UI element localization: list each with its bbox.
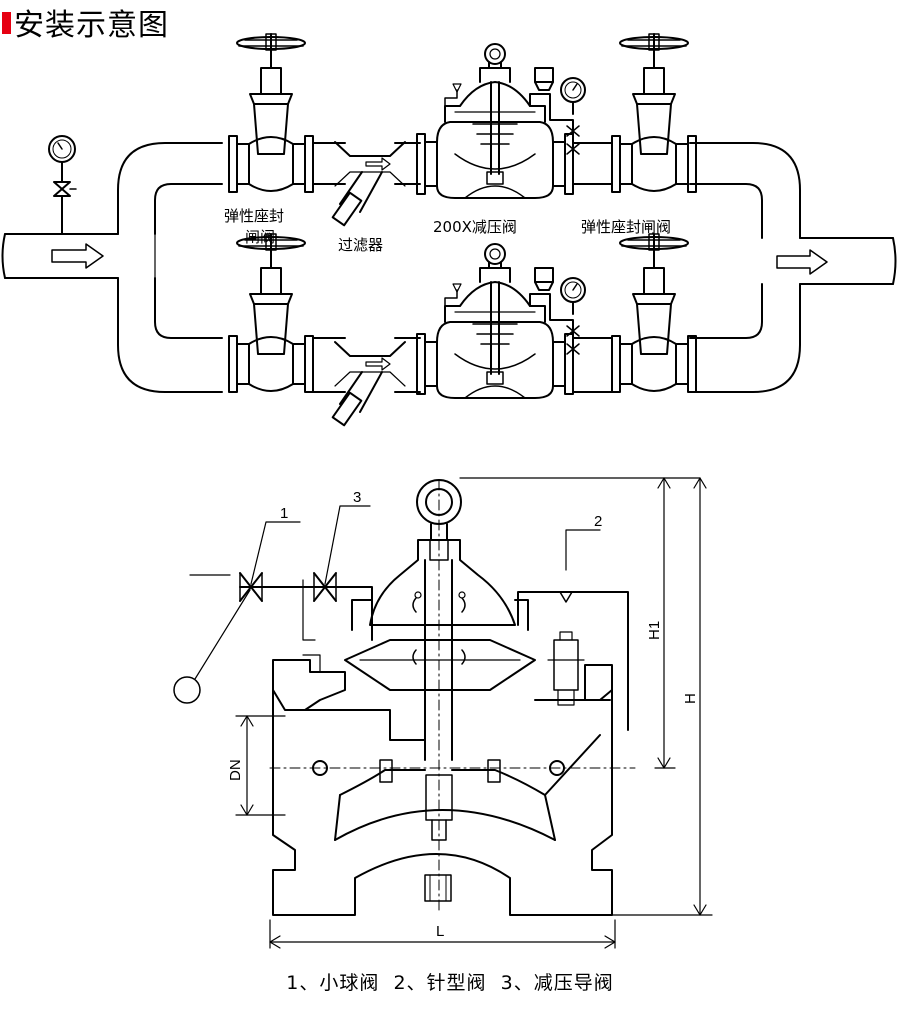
title-accent-mark <box>2 12 11 34</box>
gate-valve-lower-left <box>228 233 314 393</box>
inlet-pipe <box>1 233 119 279</box>
label-gate-valve-right: 弹性座封闸阀 <box>581 218 671 236</box>
installation-schematic: 弹性座封 闸阀 过滤器 200X减压阀 弹性座封闸阀 <box>1 33 897 427</box>
gate-valve-upper-left <box>228 33 314 193</box>
filter-lower <box>331 341 406 427</box>
label-filter: 过滤器 <box>338 236 383 254</box>
lower-branch <box>228 233 697 427</box>
bypass-loop <box>117 142 801 393</box>
needle-valve-assembly <box>517 591 629 731</box>
label-gate-valve-left-line1: 弹性座封 <box>224 207 284 225</box>
callout-1: 1 <box>280 505 288 522</box>
dim-label-l: L <box>436 923 444 940</box>
valve-body <box>272 659 613 916</box>
valve-cross-section: 1 3 2 H1 H DN L <box>173 477 713 949</box>
gate-valve-upper-right <box>611 33 697 193</box>
legend-caption: 1、小球阀 2、针型阀 3、减压导阀 <box>286 972 614 994</box>
dim-label-h: H <box>682 693 699 704</box>
reducing-valve-upper <box>416 43 586 199</box>
callout-2: 2 <box>594 513 602 530</box>
diaphragm <box>344 639 536 691</box>
dim-label-h1: H1 <box>646 621 663 640</box>
outlet-flow-arrow <box>776 249 828 275</box>
upper-branch <box>228 33 697 227</box>
inlet-pressure-gauge <box>48 135 77 235</box>
callout-3: 3 <box>353 489 361 506</box>
dimension-lines <box>235 477 713 949</box>
label-reducing-valve: 200X减压阀 <box>433 218 517 236</box>
bonnet-top <box>369 539 516 626</box>
gate-valve-lower-right <box>611 233 697 393</box>
dim-label-dn: DN <box>227 759 244 781</box>
label-gate-valve-left-line2: 闸阀 <box>245 228 275 246</box>
outlet-pipe <box>799 237 897 285</box>
reducing-valve-lower <box>416 243 586 399</box>
pilot-piping <box>173 572 373 704</box>
page-title: 安装示意图 <box>14 8 169 43</box>
inlet-flow-arrow <box>51 243 104 269</box>
